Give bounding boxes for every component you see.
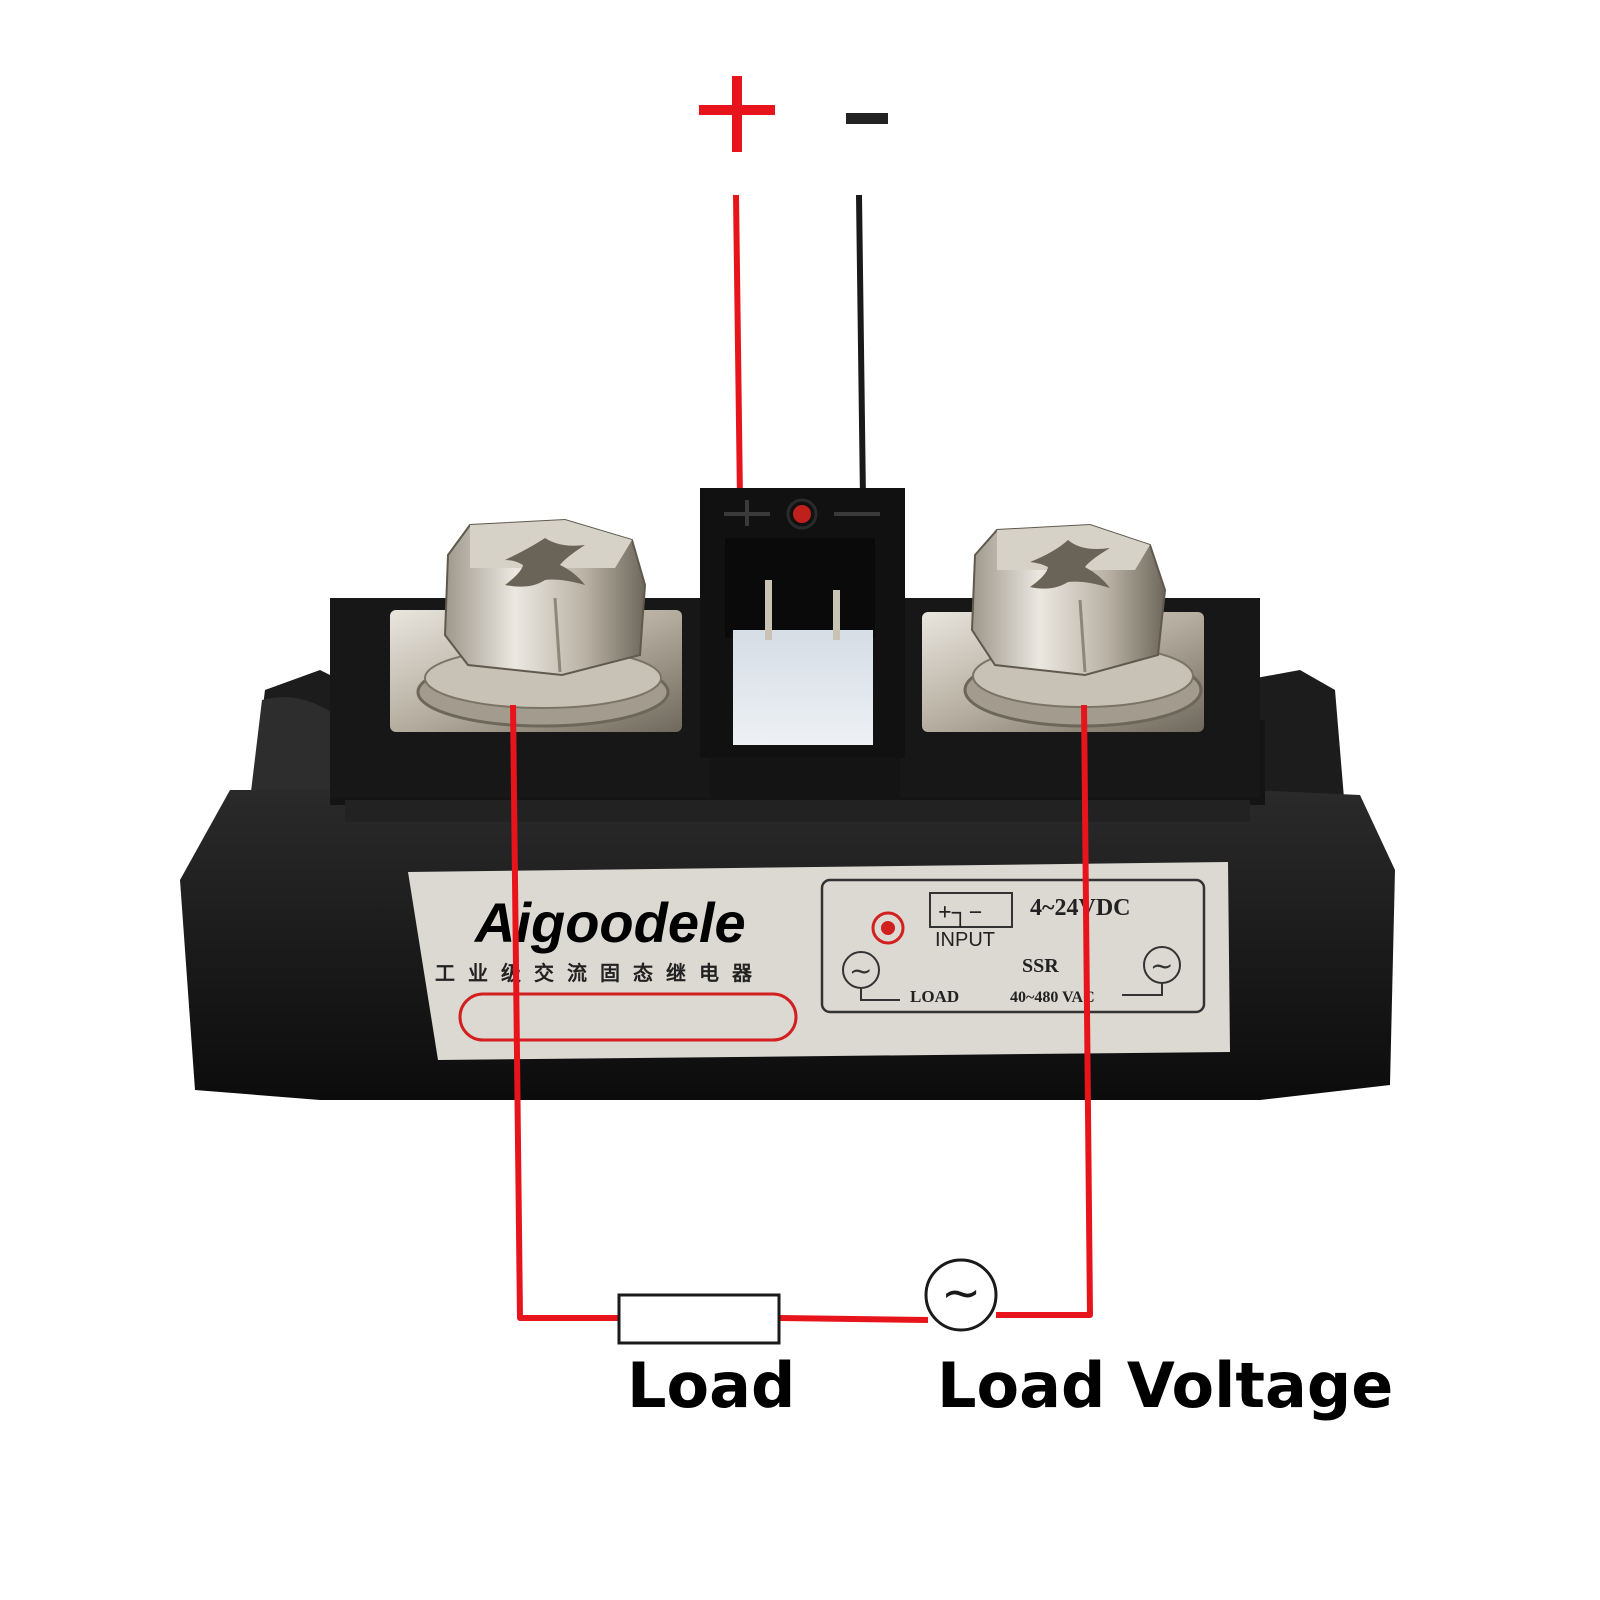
plus-symbol-icon: [699, 76, 775, 152]
load-circuit: ~: [510, 704, 1093, 1345]
output-voltage-rating: 40~480 VAC: [1010, 989, 1095, 1006]
phillips-head-icon: [1030, 540, 1110, 589]
positive-input-wire: [733, 194, 743, 501]
input-connector-plastic: [733, 630, 873, 745]
input-terminal-mark: [929, 892, 1013, 928]
ac-source-icon: [924, 1258, 998, 1332]
mounting-flange-right: [1245, 670, 1345, 810]
input-pin-left: [765, 580, 772, 640]
model-number-box: [458, 992, 798, 1042]
negative-input-wire: [856, 194, 866, 501]
load-wire-left: [510, 704, 620, 1321]
minus-symbol-icon: [846, 113, 888, 124]
ssr-label: SSR: [1022, 955, 1059, 977]
input-label: INPUT: [935, 929, 995, 951]
load-voltage-label: Load Voltage: [937, 1349, 1393, 1422]
phillips-head-icon: [505, 538, 585, 587]
svg-text:~: ~: [941, 1265, 981, 1321]
svg-text:~: ~: [1150, 949, 1173, 982]
load-wire-middle: [779, 1315, 929, 1323]
spec-box: [820, 878, 1206, 1014]
chinese-product-description: 工业级交流固态继电器: [435, 961, 765, 985]
input-indicator-icon: [871, 911, 905, 945]
status-led-icon: [793, 505, 811, 523]
load-wire-right: [996, 704, 1093, 1318]
load-label: Load: [627, 1349, 795, 1422]
label-plate: [408, 862, 1230, 1060]
svg-text:~: ~: [849, 954, 872, 987]
solid-state-relay: Aigoodele 工业级交流固态继电器 +┐− INPUT 4~24VDC S…: [180, 488, 1395, 1100]
svg-text:+┐−: +┐−: [938, 900, 982, 928]
terminal-nut-right: [970, 523, 1167, 677]
load-resistor-icon: [617, 1293, 781, 1345]
load-terminal-label: LOAD: [910, 987, 959, 1006]
input-pin-right: [833, 590, 840, 640]
terminal-nut-left: [443, 518, 647, 677]
input-voltage-rating: 4~24VDC: [1030, 895, 1130, 921]
